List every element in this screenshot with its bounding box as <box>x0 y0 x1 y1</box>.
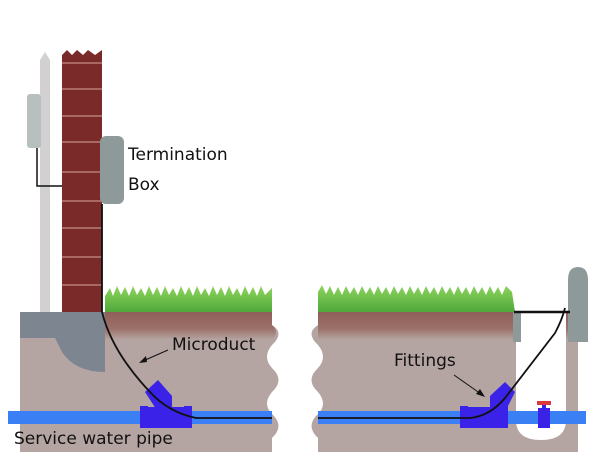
termination-box-label-line2: Box <box>128 175 160 195</box>
termination-box-label: Termination <box>128 145 228 165</box>
fittings-arrow <box>453 374 485 397</box>
curb-post-left <box>513 312 521 342</box>
grass-left <box>105 286 272 312</box>
microduct-arrow <box>139 349 169 363</box>
foundation <box>20 312 105 372</box>
fittings-label: Fittings <box>394 351 456 371</box>
curb-post-right <box>568 267 588 342</box>
left-box <box>27 94 41 148</box>
microduct-right <box>318 307 566 419</box>
service-water-pipe-label: Service water pipe <box>14 429 173 449</box>
valve <box>537 401 551 428</box>
termination-box <box>100 136 124 204</box>
grass-right <box>318 285 515 312</box>
brick-wall <box>62 50 102 312</box>
fitting-right <box>460 382 515 428</box>
cable-interior <box>36 148 62 187</box>
microduct-label: Microduct <box>172 335 256 355</box>
microduct-left <box>101 204 272 419</box>
house-siding <box>40 52 50 312</box>
